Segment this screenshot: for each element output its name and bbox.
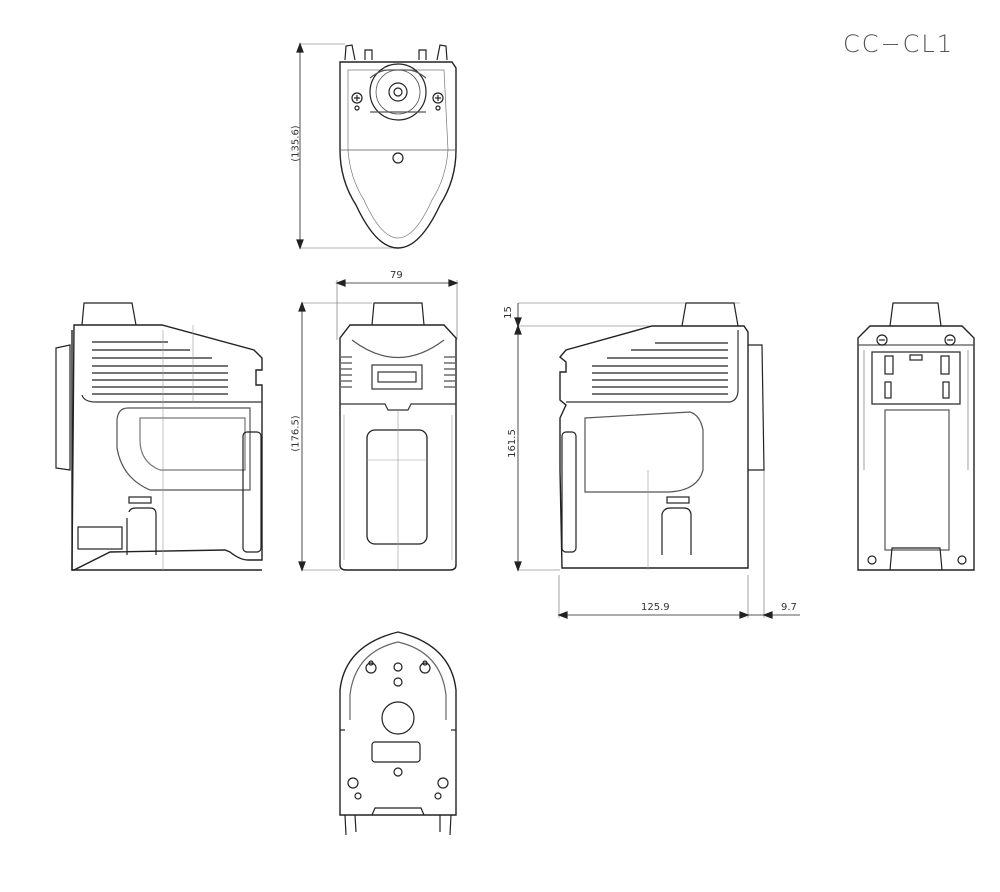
- right-side-view: [514, 302, 800, 619]
- front-view-height-dimension: (176.5): [290, 415, 302, 452]
- front-view-width-dimension: 79: [390, 270, 403, 281]
- top-view-height-dimension: (135.6): [290, 125, 302, 162]
- right-view-clip-dimension: 9.7: [781, 602, 797, 613]
- right-view-top-dimension: 15: [502, 306, 514, 319]
- right-view-depth-dimension: 125.9: [641, 602, 670, 613]
- top-view: [296, 42, 457, 250]
- left-side-view: [55, 302, 263, 571]
- right-view-height-dimension: 161.5: [506, 429, 518, 458]
- front-view: [298, 279, 459, 572]
- drawing-title: CC−CL1: [843, 30, 955, 58]
- rear-view: [857, 302, 975, 571]
- bottom-view: [339, 631, 457, 836]
